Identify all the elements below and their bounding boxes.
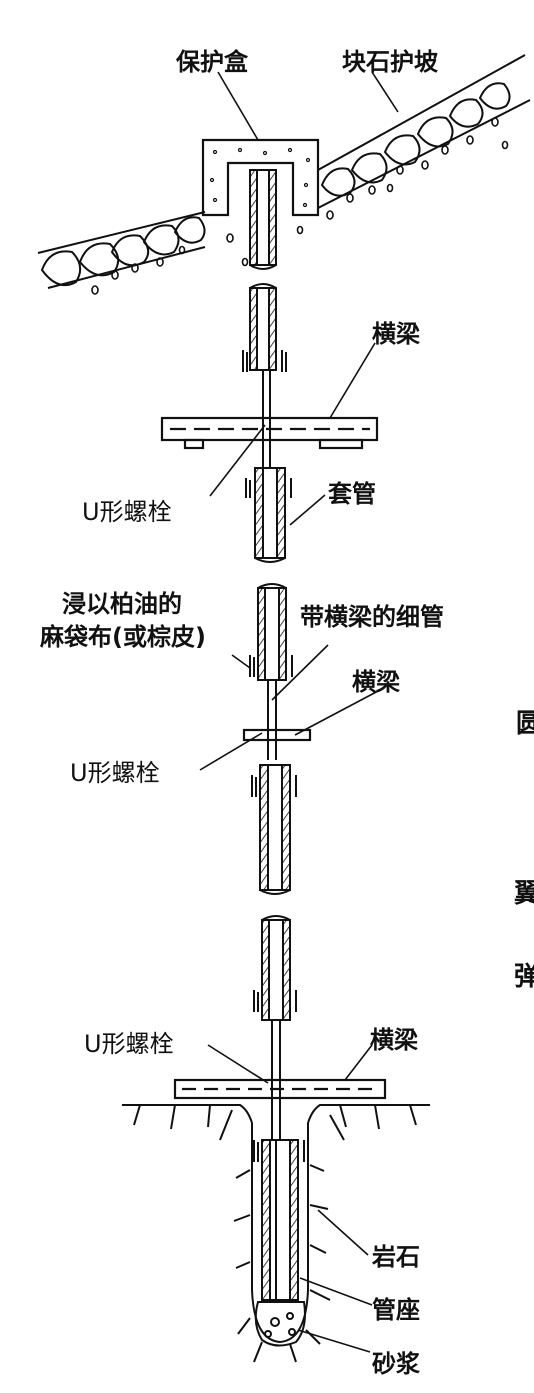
casing-pipe-segment-5 bbox=[251, 764, 297, 895]
label-protective-box: 保护盒 bbox=[175, 48, 249, 76]
crossbeam-top-beam bbox=[160, 416, 379, 450]
leader-lines bbox=[199, 71, 399, 1353]
casing-pipe-segment-4 bbox=[249, 583, 293, 760]
label-casing: 套管 bbox=[328, 480, 376, 508]
label-u-bolt-bottom: U形螺栓 bbox=[84, 1030, 174, 1058]
cutoff-char-3: 弹 bbox=[514, 962, 534, 992]
riprap-slope bbox=[37, 54, 531, 295]
pipe-seat-mortar bbox=[254, 1301, 306, 1347]
label-crossbeam-top: 横梁 bbox=[372, 320, 420, 348]
casing-pipe-segment-6 bbox=[253, 915, 297, 1300]
label-mortar: 砂浆 bbox=[372, 1350, 421, 1378]
cutoff-char-2: 翼 bbox=[514, 879, 534, 909]
label-crossbeam-bottom: 横梁 bbox=[370, 1026, 418, 1054]
label-rock: 岩石 bbox=[371, 1243, 420, 1271]
label-pipe-seat: 管座 bbox=[372, 1296, 420, 1324]
casing-pipe-segment-3 bbox=[245, 467, 292, 563]
label-burlap-line2: 麻袋布(或棕皮) bbox=[39, 623, 206, 651]
crossbeam-middle-beam bbox=[242, 728, 312, 742]
label-u-bolt-top: U形螺栓 bbox=[82, 498, 172, 526]
crossbeam-bottom-beam bbox=[173, 1078, 387, 1100]
protective-box bbox=[201, 138, 320, 217]
label-thin-pipe-with-beam: 带横梁的细管 bbox=[300, 603, 444, 631]
cutoff-char-1: 圆 bbox=[516, 709, 534, 739]
label-crossbeam-middle: 横梁 bbox=[352, 668, 400, 696]
label-riprap-slope: 块石护坡 bbox=[342, 48, 438, 76]
label-u-bolt-middle: U形螺栓 bbox=[70, 759, 160, 787]
casing-pipe-bottom bbox=[253, 1139, 305, 1301]
casing-pipe-segment-1 bbox=[249, 169, 277, 270]
casing-pipe-segment-2 bbox=[249, 283, 277, 468]
label-burlap-line1: 浸以柏油的 bbox=[62, 590, 182, 618]
rock-ground bbox=[122, 1104, 430, 1363]
u-bolt-upper-clamp bbox=[242, 350, 287, 372]
